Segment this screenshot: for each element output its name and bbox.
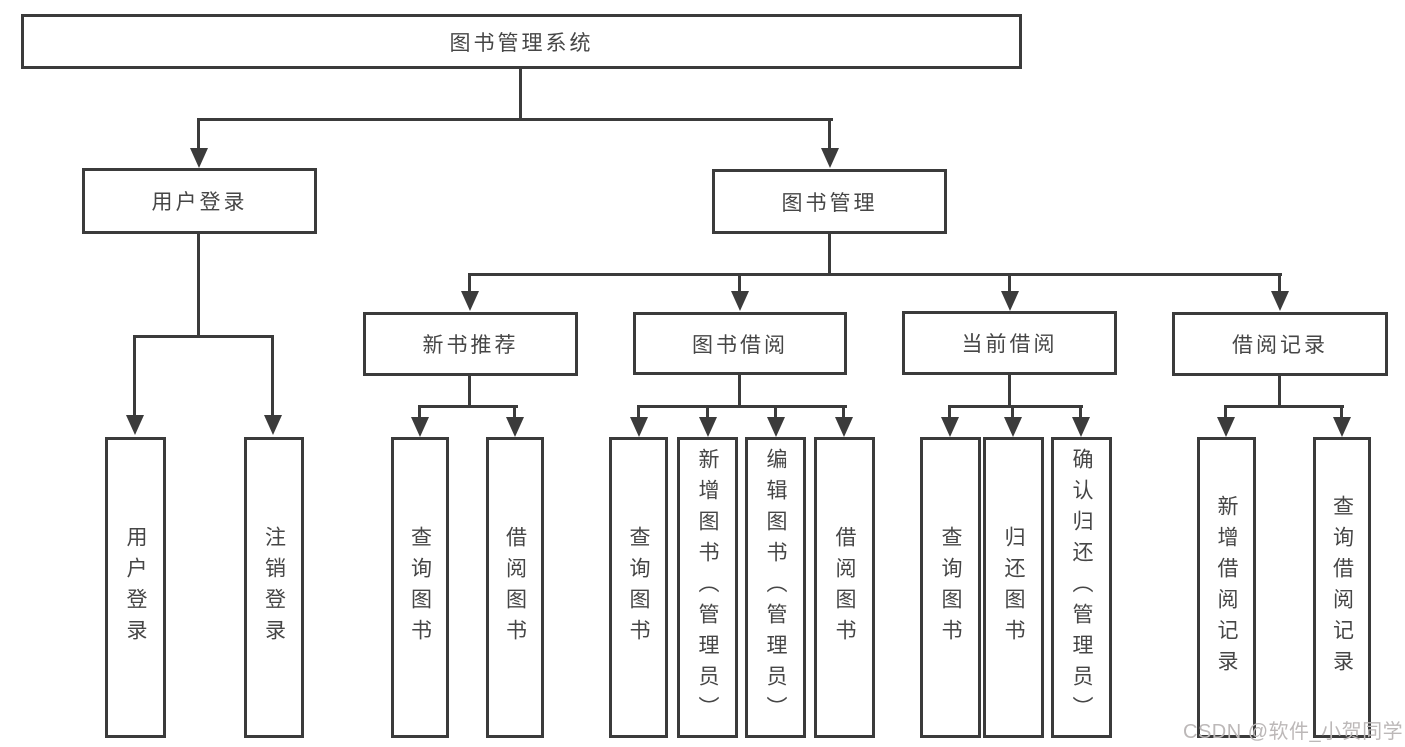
arrow-down-icon <box>1004 417 1022 437</box>
leaf-borrow-borrow-books-label: 借阅图书 <box>833 525 856 650</box>
node-library-system: 图书管理系统 <box>21 14 1022 69</box>
connector-bookborrow-drop-2 <box>706 408 709 418</box>
leaf-records-add-borrow-record: 新增借阅记录 <box>1197 437 1256 738</box>
arrow-down-icon <box>506 417 524 437</box>
node-current-borrow: 当前借阅 <box>902 311 1117 375</box>
connector-borrowrecords-rail <box>1224 405 1344 408</box>
leaf-newbook-borrow-books-label: 借阅图书 <box>503 525 527 650</box>
node-user-login-label: 用户登录 <box>151 191 248 214</box>
connector-bookborrow-drop-1 <box>637 408 640 418</box>
leaf-user-login-label: 用户登录 <box>124 525 147 650</box>
leaf-borrow-query-books: 查询图书 <box>609 437 668 738</box>
connector-bookborrow-drop-3 <box>774 408 777 418</box>
connector-bookmgmt-rail <box>468 273 1282 276</box>
node-book-management-label: 图书管理 <box>781 191 878 215</box>
arrow-down-icon <box>1333 417 1351 437</box>
connector-borrowrecords-stem <box>1278 376 1281 407</box>
connector-currentborrow-drop-2 <box>1011 408 1014 418</box>
leaf-current-query-books: 查询图书 <box>920 437 981 738</box>
connector-bookmgmt-stem <box>828 234 831 275</box>
leaf-current-return-books-label: 归还图书 <box>1002 525 1025 650</box>
arrow-down-icon <box>126 415 144 435</box>
node-new-book-recommend: 新书推荐 <box>363 312 578 376</box>
arrow-down-icon <box>821 148 839 168</box>
connector-bookmgmt-drop-3 <box>1008 276 1011 292</box>
leaf-newbook-query-books-label: 查询图书 <box>408 525 432 650</box>
arrow-down-icon <box>1271 291 1289 311</box>
connector-newbook-drop-1 <box>418 408 421 418</box>
connector-borrowrecords-drop-1 <box>1224 408 1227 418</box>
node-library-system-label: 图书管理系统 <box>449 31 594 55</box>
leaf-current-return-books: 归还图书 <box>983 437 1044 738</box>
connector-userlogin-drop-1 <box>133 337 136 415</box>
leaf-borrow-edit-books-admin: 编辑图书（管理员） <box>745 437 806 738</box>
connector-root-drop-left <box>197 120 200 148</box>
leaf-newbook-borrow-books: 借阅图书 <box>486 437 544 738</box>
node-new-book-recommend-label: 新书推荐 <box>422 334 519 357</box>
arrow-down-icon <box>411 417 429 437</box>
connector-userlogin-stem <box>197 234 200 337</box>
connector-currentborrow-stem <box>1008 375 1011 407</box>
connector-newbook-stem <box>468 376 471 407</box>
arrow-down-icon <box>1217 417 1235 437</box>
connector-root-stem <box>519 69 522 120</box>
leaf-newbook-query-books: 查询图书 <box>391 437 449 738</box>
arrow-down-icon <box>190 148 208 168</box>
leaf-current-query-books-label: 查询图书 <box>939 525 962 650</box>
connector-bookmgmt-drop-2 <box>738 276 741 292</box>
node-book-borrow: 图书借阅 <box>633 312 847 375</box>
leaf-borrow-add-books-admin-label: 新增图书（管理员） <box>696 448 719 727</box>
arrow-down-icon <box>461 291 479 311</box>
connector-borrowrecords-drop-2 <box>1340 408 1343 418</box>
connector-currentborrow-drop-1 <box>948 408 951 418</box>
leaf-records-query-borrow-record: 查询借阅记录 <box>1313 437 1371 738</box>
connector-bookmgmt-drop-4 <box>1278 276 1281 292</box>
arrow-down-icon <box>1001 291 1019 311</box>
arrow-down-icon <box>264 415 282 435</box>
leaf-borrow-edit-books-admin-label: 编辑图书（管理员） <box>764 448 787 727</box>
connector-newbook-drop-2 <box>513 408 516 418</box>
leaf-borrow-borrow-books: 借阅图书 <box>814 437 875 738</box>
leaf-borrow-add-books-admin: 新增图书（管理员） <box>677 437 738 738</box>
connector-newbook-rail <box>418 405 518 408</box>
leaf-user-login: 用户登录 <box>105 437 166 738</box>
connector-bookborrow-rail <box>637 405 847 408</box>
connector-userlogin-rail <box>133 335 274 338</box>
arrow-down-icon <box>731 291 749 311</box>
node-book-borrow-label: 图书借阅 <box>692 333 788 357</box>
arrow-down-icon <box>767 417 785 437</box>
node-current-borrow-label: 当前借阅 <box>961 333 1058 356</box>
leaf-records-query-borrow-record-label: 查询借阅记录 <box>1330 494 1354 681</box>
connector-bookborrow-drop-4 <box>842 408 845 418</box>
arrow-down-icon <box>1072 417 1090 437</box>
connector-userlogin-drop-2 <box>271 337 274 415</box>
node-borrow-records-label: 借阅记录 <box>1232 334 1328 357</box>
node-user-login: 用户登录 <box>82 168 317 234</box>
connector-root-drop-right <box>828 120 831 148</box>
connector-bookmgmt-drop-1 <box>468 276 471 292</box>
arrow-down-icon <box>835 417 853 437</box>
connector-currentborrow-drop-3 <box>1079 408 1082 418</box>
leaf-logout: 注销登录 <box>244 437 304 738</box>
leaf-current-confirm-return-admin: 确认归还（管理员） <box>1051 437 1112 738</box>
arrow-down-icon <box>630 417 648 437</box>
node-book-management: 图书管理 <box>712 169 947 234</box>
leaf-current-confirm-return-admin-label: 确认归还（管理员） <box>1070 448 1093 727</box>
leaf-borrow-query-books-label: 查询图书 <box>627 525 650 650</box>
csdn-watermark: CSDN @软件_小贺同学 <box>1183 721 1404 743</box>
leaf-records-add-borrow-record-label: 新增借阅记录 <box>1215 494 1238 681</box>
connector-root-rail <box>197 118 833 121</box>
arrow-down-icon <box>941 417 959 437</box>
leaf-logout-label: 注销登录 <box>262 525 286 650</box>
arrow-down-icon <box>699 417 717 437</box>
node-borrow-records: 借阅记录 <box>1172 312 1388 376</box>
connector-bookborrow-stem <box>738 375 741 407</box>
connector-currentborrow-rail <box>948 405 1083 408</box>
